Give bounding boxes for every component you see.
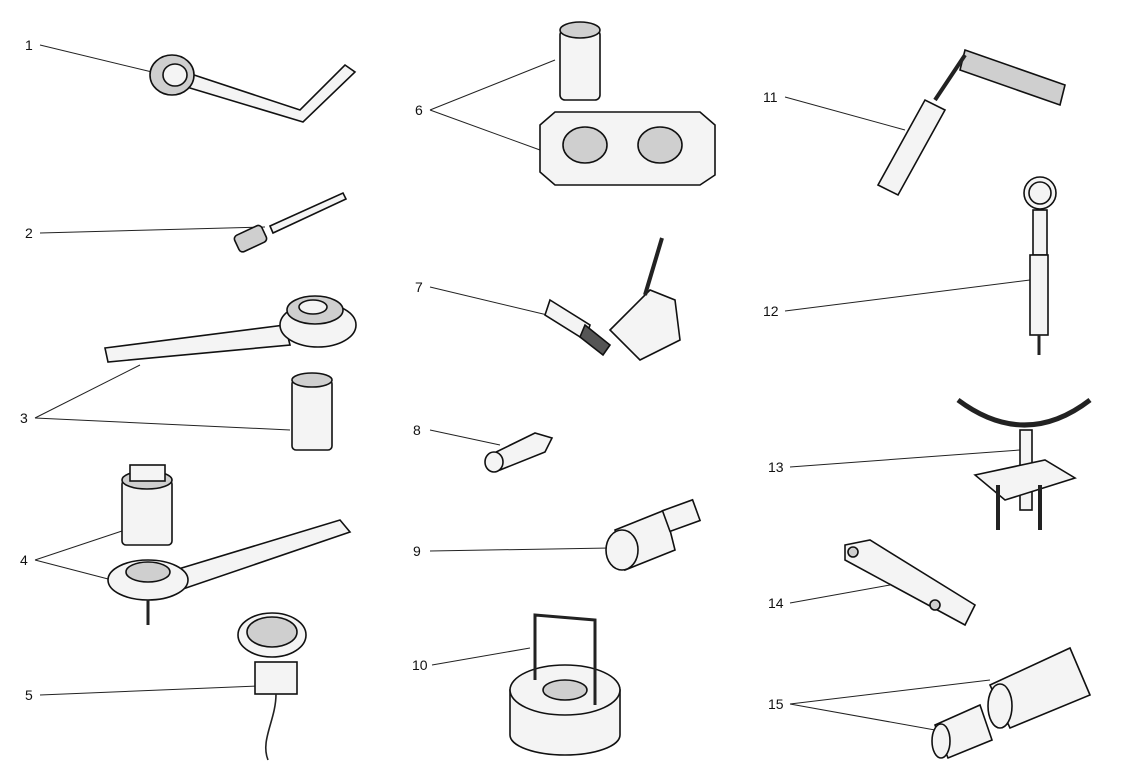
tool-3-spanner-socket [104,295,357,451]
tool-14-bar [844,539,977,627]
tool-13-puller [956,397,1092,530]
tool-7-puller [544,237,681,361]
callout-2: 2 [25,225,33,241]
callout-12: 12 [763,303,779,319]
callout-8: 8 [413,422,421,438]
callout-14: 14 [768,595,784,611]
tool-12-bore-gauge [1023,176,1057,355]
callout-5: 5 [25,687,33,703]
callout-6: 6 [415,102,423,118]
tool-9-adapter [605,498,702,572]
leader-lines [34,44,1031,731]
tool-8-bullet [484,432,554,473]
tool-4-spanner-socket [107,464,352,625]
callout-9: 9 [413,543,421,559]
tool-6-socket-plate [539,21,716,186]
callout-13: 13 [768,459,784,475]
callout-3: 3 [20,410,28,426]
tool-11-crank [876,48,1066,197]
tool-5-dial-gauge [237,612,307,761]
tool-15-sleeves [931,646,1092,760]
callout-15: 15 [768,696,784,712]
callout-7: 7 [415,279,423,295]
callout-1: 1 [25,37,33,53]
tool-2-pin [233,191,348,253]
callout-11: 11 [763,89,778,105]
callout-10: 10 [412,657,428,673]
tool-10-weight-handle [509,613,621,756]
tool-1-ring-wrench [149,54,357,123]
callout-4: 4 [20,552,28,568]
